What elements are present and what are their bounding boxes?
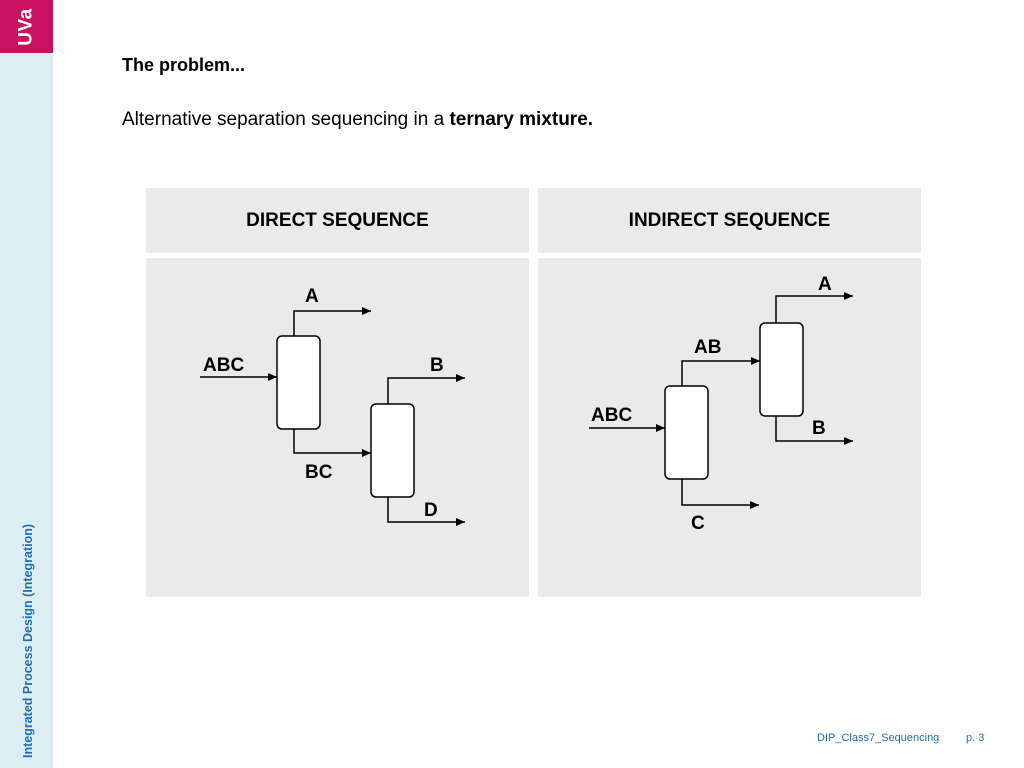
- uva-logo: UVa: [0, 0, 53, 53]
- direct-top1-arrow: [293, 307, 371, 336]
- indirect-sequence-title: INDIRECT SEQUENCE: [628, 209, 831, 231]
- direct-top2-arrow: [387, 374, 465, 404]
- direct-label-top2: B: [430, 355, 444, 376]
- subtitle-bold-text: ternary mixture.: [449, 109, 594, 130]
- indirect-bottom1-arrow: [681, 479, 759, 509]
- direct-column-2: [370, 403, 415, 498]
- direct-bottom1-arrow: [293, 429, 371, 457]
- indirect-label-bottom1: C: [691, 513, 705, 534]
- direct-label-bottom1: BC: [305, 462, 333, 483]
- indirect-diagram: [589, 292, 853, 509]
- indirect-top2-arrow: [775, 292, 853, 323]
- indirect-column-2: [759, 322, 804, 417]
- sidebar-vertical-text: Integrated Process Design (Integration): [21, 524, 35, 758]
- indirect-label-feed: ABC: [591, 405, 632, 426]
- sidebar: UVa: [0, 0, 53, 768]
- direct-column-1: [276, 335, 321, 430]
- indirect-label-top1: AB: [694, 337, 721, 358]
- direct-sequence-panel: [146, 258, 529, 597]
- direct-sequence-title: DIRECT SEQUENCE: [246, 209, 429, 231]
- direct-label-top1: A: [305, 286, 319, 307]
- indirect-label-top2: A: [818, 274, 832, 295]
- sidebar-vertical-text-svg: Integrated Process Design (Integration): [21, 524, 35, 758]
- direct-sequence-header: DIRECT SEQUENCE: [146, 188, 529, 253]
- indirect-bottom2-arrow: [775, 416, 853, 445]
- indirect-label-bottom2: B: [812, 418, 826, 439]
- direct-diagram: [200, 307, 465, 526]
- subtitle-text: Alternative separation sequencing in a: [122, 109, 450, 130]
- footer-doc-name: DIP_Class7_Sequencing: [817, 732, 940, 744]
- indirect-sequence-header: INDIRECT SEQUENCE: [538, 188, 921, 253]
- direct-bottom2-arrow: [387, 497, 465, 526]
- indirect-top1-arrow: [681, 357, 760, 386]
- indirect-column-1: [664, 385, 709, 480]
- footer-page-number: p. 3: [966, 732, 985, 744]
- page-heading: The problem...: [122, 55, 246, 75]
- direct-label-feed: ABC: [203, 355, 244, 376]
- page-subtitle: Alternative separation sequencing in a t…: [122, 109, 593, 131]
- direct-label-bottom2: D: [424, 500, 438, 521]
